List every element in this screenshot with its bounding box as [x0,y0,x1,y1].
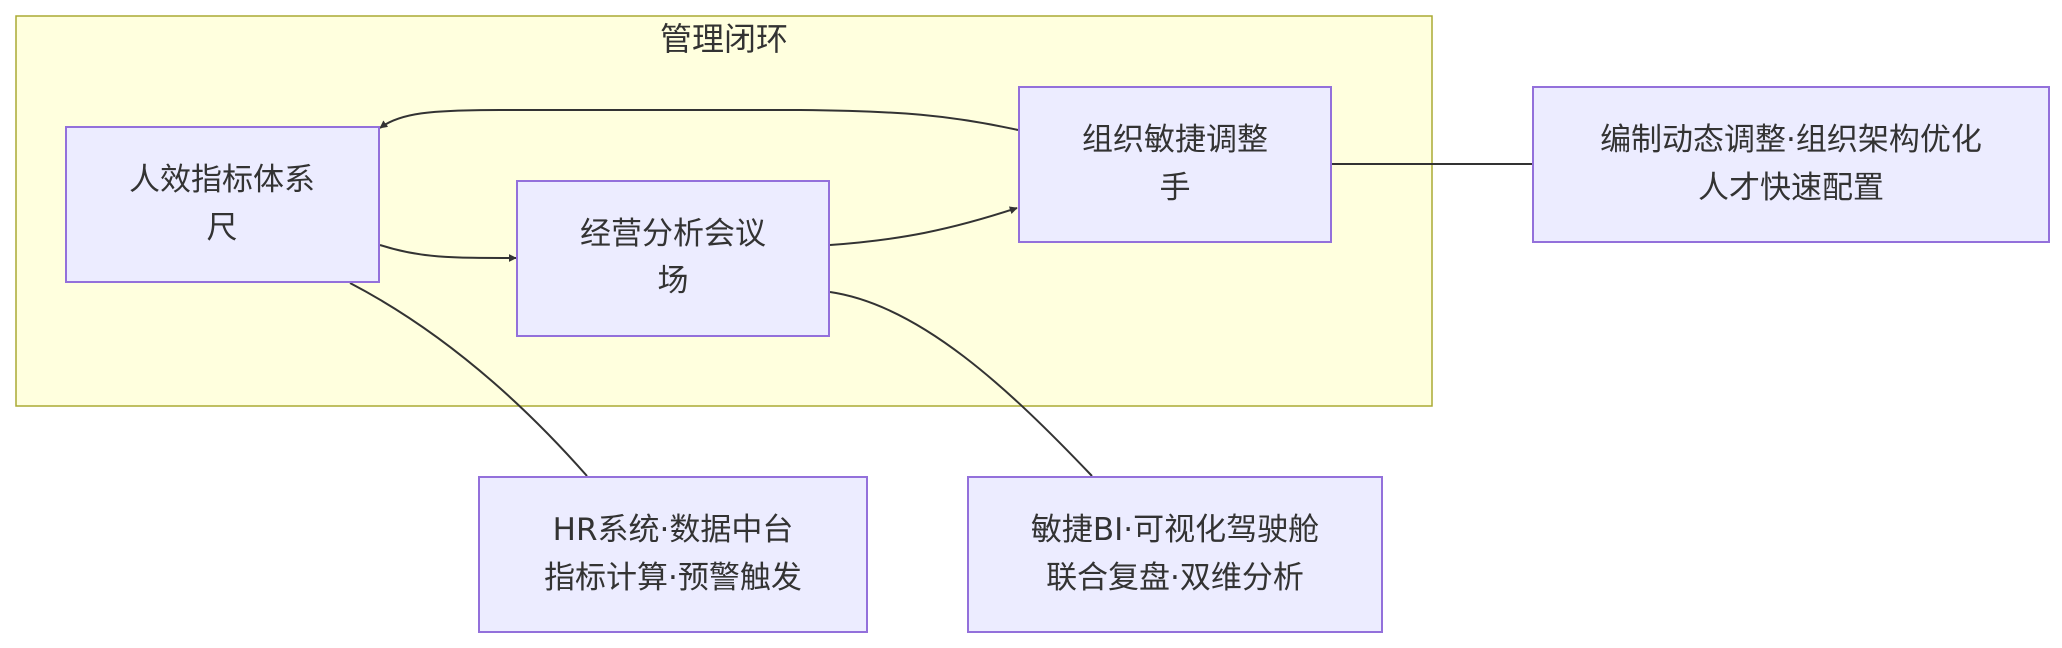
node-staffing-optimization: 编制动态调整·组织架构优化 人才快速配置 [1532,86,2050,243]
edge-metrics-to-hr-system [349,282,588,477]
node-hr-system: HR系统·数据中台 指标计算·预警触发 [478,476,868,633]
node-agile-adjustment: 组织敏捷调整 手 [1018,86,1332,243]
edges [349,109,1533,477]
node-metrics-label-2: 尺 [207,210,238,246]
edge-meeting-to-bi [829,291,1093,477]
node-meeting-label-2: 场 [658,263,689,299]
cluster-title: 管理闭环 [660,20,788,58]
node-bi-box [967,476,1383,633]
edge-agile-to-metrics [379,109,1019,131]
node-agile-label-2: 手 [1160,170,1191,206]
node-business-meeting: 经营分析会议 场 [516,180,830,337]
node-bi-label-2: 联合复盘·双维分析 [1046,560,1304,596]
node-metrics-label-1: 人效指标体系 [129,162,315,198]
node-meeting-box [516,180,830,337]
node-agile-label-1: 组织敏捷调整 [1082,122,1268,158]
node-meeting-label-1: 经营分析会议 [580,216,766,252]
node-hr-system-label-2: 指标计算·预警触发 [544,560,802,596]
node-metrics-system: 人效指标体系 尺 [65,126,380,283]
node-agile-box [1018,86,1332,243]
node-agile-bi: 敏捷BI·可视化驾驶舱 联合复盘·双维分析 [967,476,1383,633]
edge-meeting-to-agile [829,206,1018,246]
node-bi-label-1: 敏捷BI·可视化驾驶舱 [1031,512,1319,548]
node-staffing-box [1532,86,2050,243]
edge-metrics-to-meeting [379,244,517,262]
node-hr-system-label-1: HR系统·数据中台 [553,512,794,548]
node-staffing-label-1: 编制动态调整·组织架构优化 [1600,122,1982,158]
node-metrics-box [65,126,380,283]
node-staffing-label-2: 人才快速配置 [1698,170,1884,206]
node-hr-system-box [478,476,868,633]
